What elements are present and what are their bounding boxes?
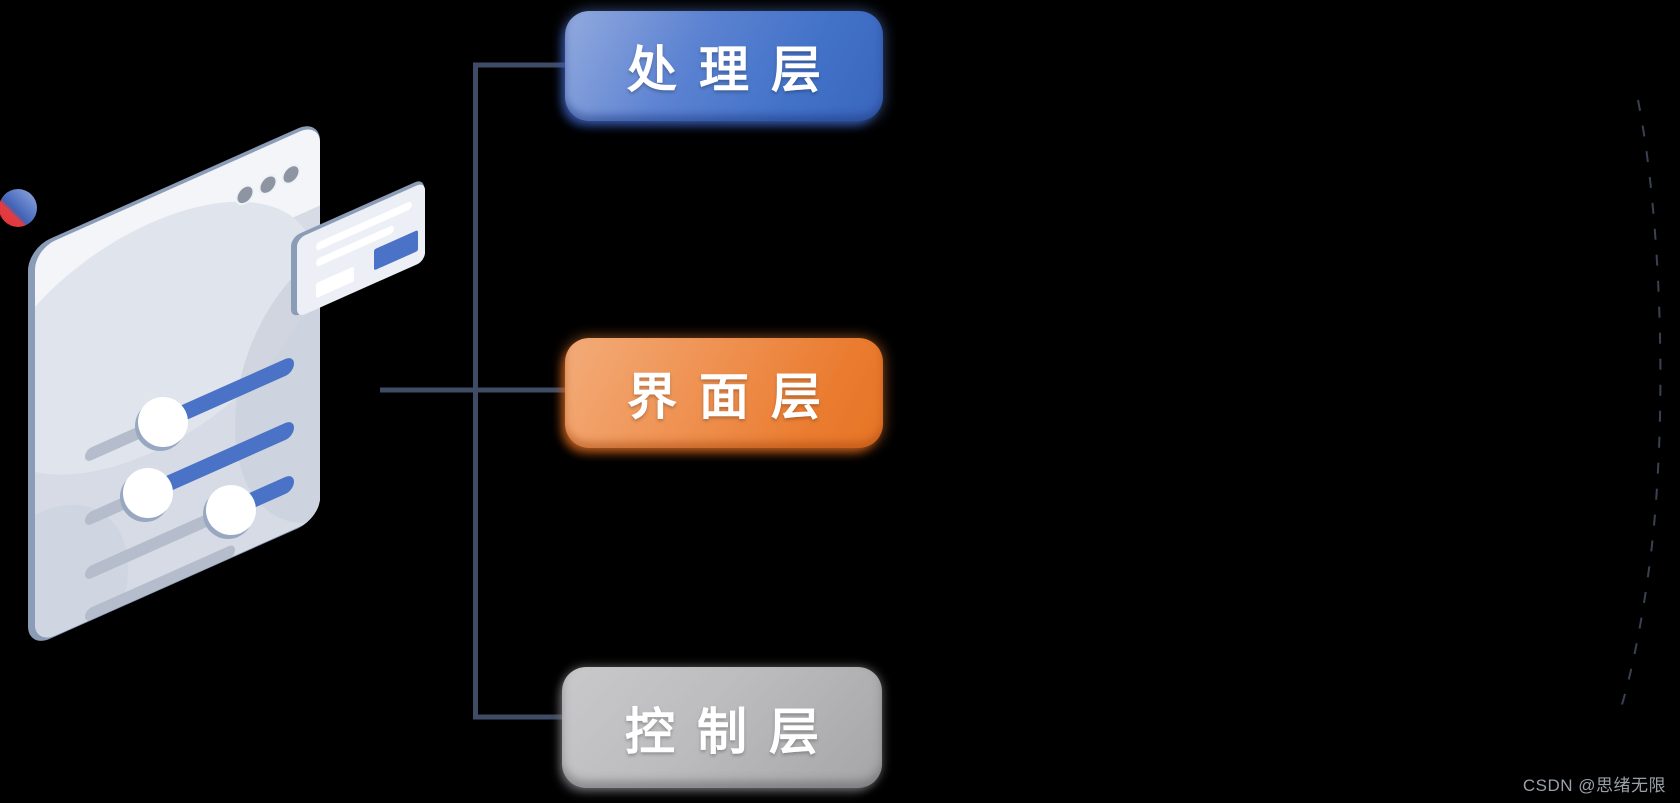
window-blob (35, 201, 315, 475)
node-label: 处理层 (627, 40, 843, 99)
card-white-block (316, 267, 354, 298)
card-line (316, 225, 394, 266)
window-blob (35, 504, 128, 645)
dashed-arc-icon (1620, 99, 1662, 709)
card-line (316, 201, 412, 250)
node-label: 界面层 (627, 367, 843, 426)
window-blob (235, 238, 320, 524)
sphere-icon (0, 189, 37, 227)
floating-card-icon (291, 181, 425, 316)
node-control-layer: 控制层 (562, 667, 882, 788)
card-blue-block (374, 230, 418, 270)
node-label: 控制层 (625, 701, 841, 761)
slider-knob-icon (120, 397, 256, 539)
app-window-illustration (0, 126, 425, 645)
window-dots-icon (235, 164, 301, 206)
watermark: CSDN @思绪无限 (1522, 776, 1666, 795)
node-interface-layer: 界面层 (565, 338, 883, 448)
node-processing-layer: 处理层 (565, 11, 883, 121)
